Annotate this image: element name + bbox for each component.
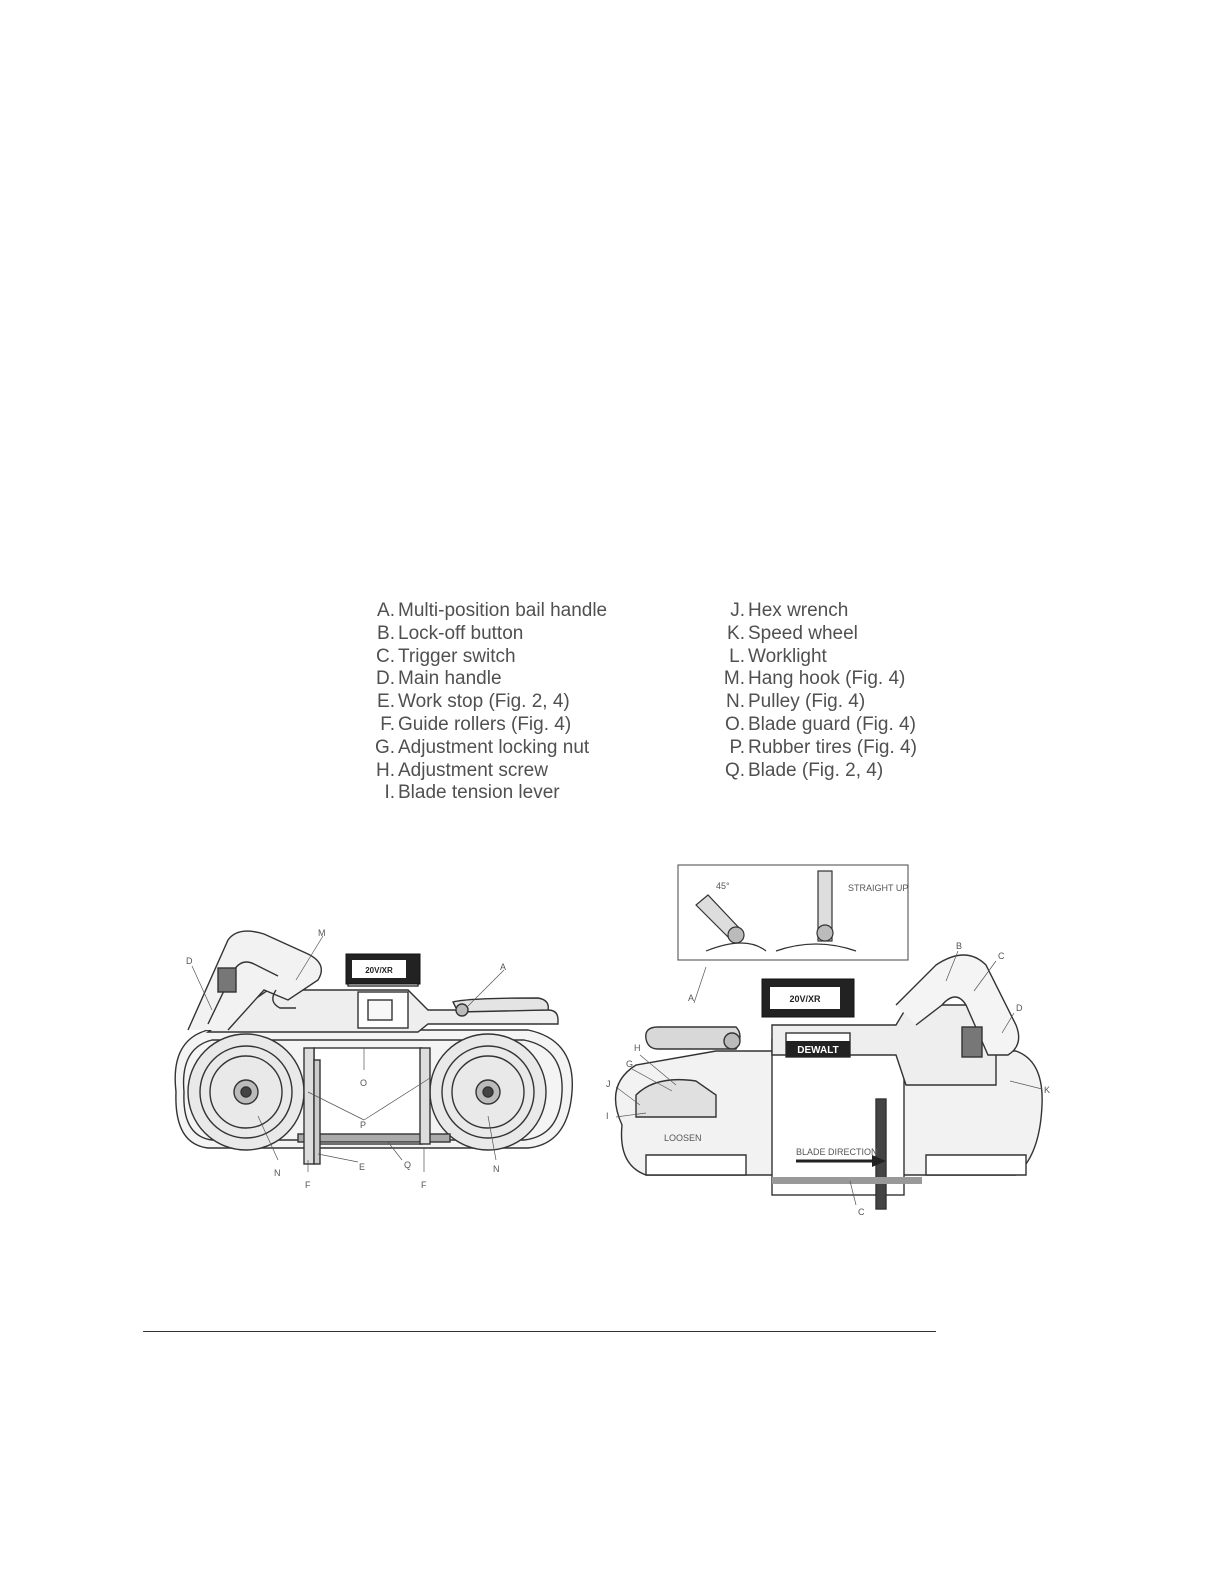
legend-letter: D. (376, 668, 395, 690)
callout-j: J (606, 1079, 611, 1089)
callout-d-right: D (1016, 1003, 1023, 1013)
callout-k: K (1044, 1085, 1050, 1095)
blade-direction-label: BLADE DIRECTION (796, 1147, 878, 1157)
legend-text: Rubber tires (Fig. 4) (748, 736, 917, 758)
legend-text: Hang hook (Fig. 4) (748, 668, 906, 690)
legend-item: F.Guide rollers (Fig. 4) (372, 714, 692, 737)
legend-item: O.Blade guard (Fig. 4) (722, 714, 1022, 737)
legend-letter: F. (380, 713, 395, 735)
legend-letter: A. (377, 600, 395, 621)
callout-n-right: N (493, 1164, 500, 1174)
legend-item: Q.Blade (Fig. 2, 4) (722, 760, 1022, 783)
legend-item: M.Hang hook (Fig. 4) (722, 668, 1022, 691)
legend-letter: J. (730, 600, 745, 621)
legend-text: Guide rollers (Fig. 4) (398, 713, 572, 735)
legend-item: I.Blade tension lever (372, 782, 692, 805)
legend-item: J.Hex wrench (722, 600, 1022, 623)
legend-text: Trigger switch (398, 645, 516, 667)
legend-text: Lock-off button (398, 622, 524, 644)
inset-angle-label: 45° (716, 881, 730, 891)
bandsaw-front-illustration: 20V/XR M D A O P N F E Q F N (174, 928, 573, 1190)
legend-letter: I. (384, 782, 395, 804)
legend-text: Work stop (Fig. 2, 4) (398, 691, 570, 713)
legend-item: B.Lock-off button (372, 623, 692, 646)
callout-h: H (634, 1043, 641, 1053)
callout-a: A (500, 962, 506, 972)
legend-text: Worklight (748, 645, 827, 667)
legend-letter: P. (729, 736, 745, 758)
callout-g: G (626, 1059, 633, 1069)
legend-letter: E. (377, 691, 395, 713)
bandsaw-rear-illustration: 45° STRAIGHT UP 20V/XR DEWALT BLADE DIRE… (606, 864, 1050, 1217)
brand-logo: DEWALT (797, 1045, 838, 1056)
legend-item: K.Speed wheel (722, 623, 1022, 646)
callout-c-blade: C (858, 1207, 865, 1217)
legend-item: D.Main handle (372, 668, 692, 691)
legend-item: P.Rubber tires (Fig. 4) (722, 737, 1022, 760)
legend-letter: O. (724, 713, 745, 735)
legend-item: G.Adjustment locking nut (372, 737, 692, 760)
legend-item: C.Trigger switch (372, 646, 692, 669)
legend-item: N.Pulley (Fig. 4) (722, 691, 1022, 714)
legend-item: H.Adjustment screw (372, 760, 692, 783)
footer-rule (143, 1331, 936, 1332)
legend-letter: Q. (724, 759, 745, 781)
legend-text: Hex wrench (748, 600, 849, 621)
callout-a-right: A (688, 993, 694, 1003)
battery-label: 20V/XR (365, 966, 393, 975)
legend-letter: C. (376, 645, 395, 667)
legend-text: Adjustment screw (398, 759, 548, 781)
callout-f-left: F (305, 1180, 311, 1190)
legend-text: Blade (Fig. 2, 4) (748, 759, 884, 781)
legend-text: Pulley (Fig. 4) (748, 691, 866, 713)
legend-text: Main handle (398, 668, 502, 690)
legend-item: L.Worklight (722, 646, 1022, 669)
callout-n-left: N (274, 1168, 281, 1178)
legend-text: Blade guard (Fig. 4) (748, 713, 916, 735)
legend-letter: H. (376, 759, 395, 781)
battery-label-right: 20V/XR (789, 994, 821, 1004)
legend-item: E.Work stop (Fig. 2, 4) (372, 691, 692, 714)
callout-b: B (956, 941, 962, 951)
legend-item: A.Multi-position bail handle (372, 600, 692, 623)
legend-text: Multi-position bail handle (398, 600, 608, 621)
legend-text: Speed wheel (748, 622, 858, 644)
legend-text: Adjustment locking nut (398, 736, 590, 758)
callout-o: O (360, 1078, 367, 1088)
callout-m: M (318, 928, 326, 938)
callout-p: P (360, 1120, 366, 1130)
inset-straight-label: STRAIGHT UP (848, 883, 908, 893)
callout-d: D (186, 956, 193, 966)
legend-letter: L. (729, 645, 745, 667)
legend-letter: G. (374, 736, 395, 758)
legend-letter: N. (726, 691, 745, 713)
callout-c: C (998, 951, 1005, 961)
callout-i: I (606, 1111, 609, 1121)
callout-q: Q (404, 1160, 411, 1170)
legend-text: Blade tension lever (398, 782, 560, 804)
legend-letter: K. (727, 622, 745, 644)
legend-letter: M. (723, 668, 745, 690)
loosen-label: LOOSEN (664, 1133, 702, 1143)
callout-e: E (359, 1162, 365, 1172)
legend-letter: B. (377, 622, 395, 644)
callout-f-right: F (421, 1180, 427, 1190)
